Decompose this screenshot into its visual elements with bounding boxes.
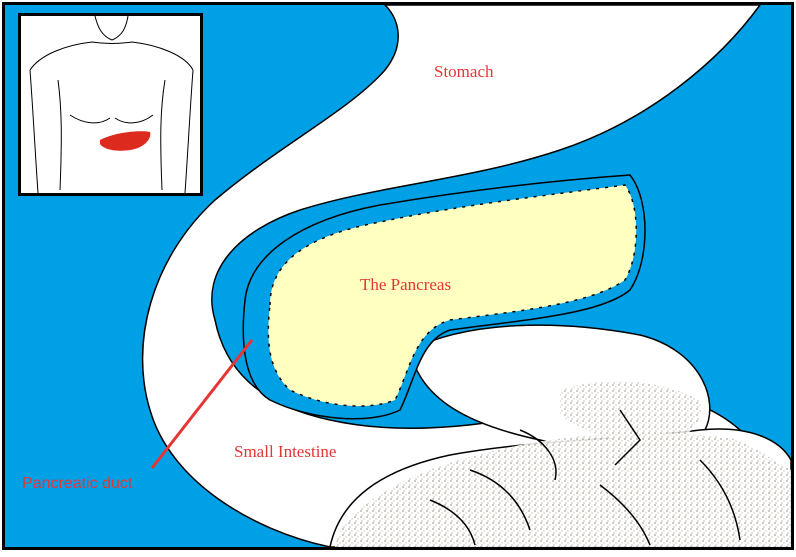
label-pancreas: The Pancreas [360, 275, 451, 294]
label-pancreatic-duct: Pancreatic duct [22, 475, 133, 492]
body-inset [18, 13, 203, 196]
label-stomach: Stomach [434, 62, 494, 81]
label-small-intestine: Small Intestine [234, 442, 336, 461]
